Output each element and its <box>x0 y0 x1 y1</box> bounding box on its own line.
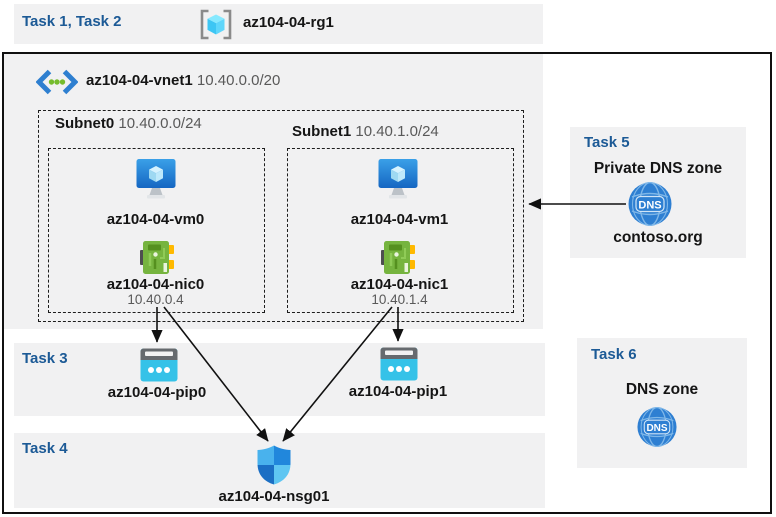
nic0-name: az104-04-nic0 <box>106 276 205 293</box>
vm1-name: az104-04-vm1 <box>350 211 449 228</box>
nic1-ip: 10.40.1.4 <box>371 292 428 307</box>
vnet-region <box>4 54 543 329</box>
pip0-name: az104-04-pip0 <box>107 384 207 401</box>
subnets-container <box>38 110 524 322</box>
nsg-shield-icon <box>257 445 291 485</box>
vnet-title: az104-04-vnet1 10.40.0.0/20 <box>86 72 280 89</box>
subnet0-label: Subnet0 10.40.0.0/24 <box>55 115 202 132</box>
task6-label: Task 6 <box>591 346 637 363</box>
task6-title: DNS zone <box>625 381 699 398</box>
subnet1-cidr: 10.40.1.0/24 <box>355 123 439 140</box>
virtual-network-icon <box>35 69 79 95</box>
nic0-ip: 10.40.0.4 <box>127 292 184 307</box>
virtual-machine-icon <box>136 158 176 200</box>
task5-zone-name: contoso.org <box>613 229 703 246</box>
public-ip-icon <box>140 348 178 382</box>
task3-label: Task 3 <box>22 350 68 367</box>
task4-label: Task 4 <box>22 440 68 457</box>
network-interface-icon <box>380 240 416 275</box>
nic1-name: az104-04-nic1 <box>350 276 449 293</box>
subnet1-name: Subnet1 <box>292 123 352 140</box>
task5-label: Task 5 <box>584 134 630 151</box>
task12-band <box>14 4 543 44</box>
outer-border-box <box>2 52 772 514</box>
subnet0-name: Subnet0 <box>55 115 115 132</box>
subnet0-cidr: 10.40.0.0/24 <box>118 115 202 132</box>
public-ip-icon <box>380 347 418 381</box>
task5-title: Private DNS zone <box>593 160 723 177</box>
virtual-machine-icon <box>378 158 418 200</box>
vm0-name: az104-04-vm0 <box>106 211 205 228</box>
task12-label: Task 1, Task 2 <box>22 13 122 30</box>
subnet1-box <box>287 148 514 313</box>
vnet-cidr: 10.40.0.0/20 <box>196 72 281 89</box>
private-dns-zone-icon: DNS <box>628 181 672 227</box>
resource-group-icon <box>198 9 234 40</box>
dns-zone-icon: DNS <box>637 406 677 448</box>
network-interface-icon <box>139 240 175 275</box>
pip1-name: az104-04-pip1 <box>348 383 448 400</box>
dns-badge-text: DNS <box>638 200 661 212</box>
nsg-name: az104-04-nsg01 <box>218 488 330 505</box>
resource-group-name: az104-04-rg1 <box>243 14 334 31</box>
task6-panel <box>577 338 747 468</box>
vnet-name: az104-04-vnet1 <box>86 72 193 89</box>
task3-band <box>14 343 545 416</box>
dns-badge-text: DNS <box>646 423 667 434</box>
subnet1-label: Subnet1 10.40.1.0/24 <box>292 123 439 140</box>
